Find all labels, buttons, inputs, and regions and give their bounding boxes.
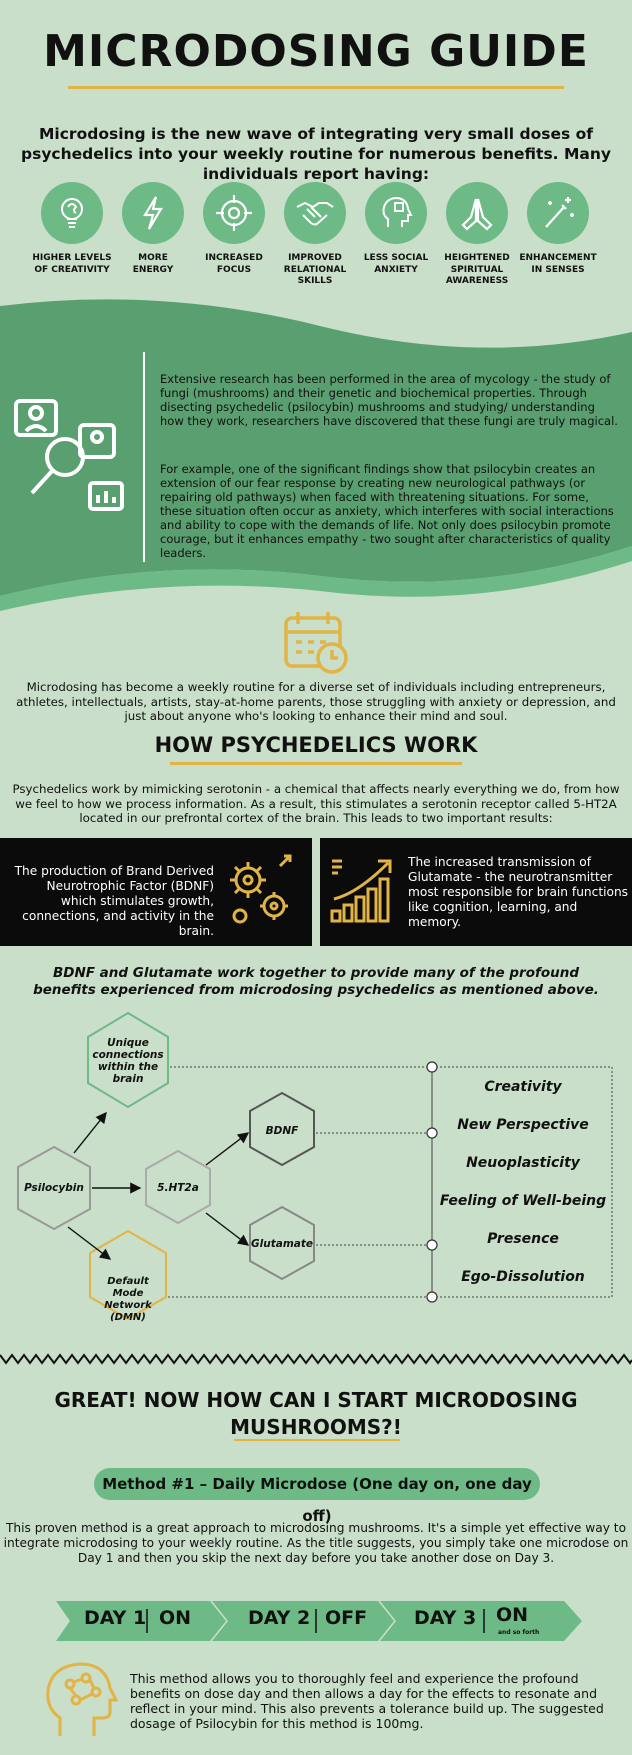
benefit-label: MORE ENERGY <box>132 253 174 275</box>
routine-text: Microdosing has become a weekly routine … <box>16 680 616 723</box>
unique-connections-hexagon <box>87 1011 169 1109</box>
how-underline <box>170 762 462 765</box>
praying-hands-icon <box>446 182 508 244</box>
lightbulb-brain-icon <box>41 182 103 244</box>
zigzag-divider <box>0 1353 632 1365</box>
research-magnifier-icon <box>14 399 124 511</box>
start-title-line-1: GREAT! NOW HOW CAN I START MICRODOSING <box>54 1388 578 1412</box>
benefit-label: IMPROVED RELATIONAL SKILLS <box>283 253 347 286</box>
glutamate-hexagon <box>249 1205 315 1281</box>
benefit-label: HIGHER LEVELS OF CREATIVITY <box>32 253 112 275</box>
research-divider <box>143 352 145 562</box>
outcome-ego-dissolution: Ego-Dissolution <box>461 1269 585 1285</box>
dmn-label: Default Mode Network (DMN) <box>104 1276 152 1323</box>
handshake-icon <box>284 182 346 244</box>
benefit-focus: INCREASED FOCUS <box>194 182 274 276</box>
and-so-forth-label: and so forth <box>498 1629 540 1636</box>
glutamate-box <box>320 838 632 946</box>
bdnf-hexagon <box>249 1091 315 1167</box>
outcome-neuoplasticity: Neuoplasticity <box>466 1155 580 1171</box>
gears-icon <box>230 854 292 924</box>
together-text: BDNF and Glutamate work together to prov… <box>33 965 599 998</box>
final-method-text: This method allows you to thoroughly fee… <box>130 1671 604 1731</box>
outcome-well-being: Feeling of Well-being <box>439 1193 607 1209</box>
head-icon <box>365 182 427 244</box>
benefit-anxiety: LESS SOCIAL ANXIETY <box>356 182 436 276</box>
benefit-energy: MORE ENERGY <box>113 182 193 276</box>
psilocybin-label: Psilocybin <box>24 1182 84 1194</box>
day-chevrons <box>56 1601 582 1641</box>
method-description-line-1: This proven method is a great approach t… <box>3 1521 629 1550</box>
start-title: GREAT! NOW HOW CAN I START MICRODOSING M… <box>0 1387 632 1441</box>
lightning-icon <box>122 182 184 244</box>
research-paragraph-1: Extensive research has been performed in… <box>160 372 618 428</box>
intro-text: Microdosing is the new wave of integrati… <box>21 125 611 183</box>
benefit-label: ENHANCEMENT IN SENSES <box>519 253 597 275</box>
method-description-line-2: Day 1 and then you skip the next day bef… <box>77 1551 555 1565</box>
benefit-label: INCREASED FOCUS <box>205 253 263 275</box>
target-icon <box>203 182 265 244</box>
ht2a-label: 5.HT2a <box>157 1182 199 1194</box>
day-2-state: OFF <box>325 1607 368 1629</box>
title-underline <box>68 86 564 89</box>
outcome-presence: Presence <box>487 1231 559 1247</box>
benefit-label: HEIGHTENED SPIRITUAL AWARENESS <box>444 253 510 286</box>
growth-chart-icon <box>330 859 392 923</box>
psilocybin-diagram <box>17 1011 613 1321</box>
benefit-label: LESS SOCIAL ANXIETY <box>363 253 429 275</box>
day-2-label: DAY 2 <box>248 1607 311 1629</box>
outcome-creativity: Creativity <box>484 1079 562 1095</box>
method-1-pill: Method #1 – Daily Microdose (One day on,… <box>94 1468 540 1525</box>
magic-wand-icon <box>527 182 589 244</box>
how-psychedelics-text: Psychedelics work by mimicking serotonin… <box>12 782 620 825</box>
outcome-new-perspective: New Perspective <box>457 1117 589 1133</box>
benefit-creativity: HIGHER LEVELS OF CREATIVITY <box>32 182 112 276</box>
glutamate-label: Glutamate <box>251 1238 313 1250</box>
bdnf-label: BDNF <box>265 1125 299 1137</box>
benefit-spiritual: HEIGHTENED SPIRITUAL AWARENESS <box>437 182 517 288</box>
page-title: MICRODOSING GUIDE <box>43 26 589 77</box>
calendar-clock-icon <box>284 612 348 674</box>
day-1-label: DAY 1 <box>84 1607 147 1629</box>
unique-connections-label: Unique connections within the brain <box>92 1037 164 1085</box>
bdnf-text: The production of Brand Derived Neurotro… <box>14 864 214 938</box>
dmn-hexagon <box>89 1229 167 1321</box>
method-description: This proven method is a great approach t… <box>2 1521 630 1566</box>
ht2a-hexagon <box>145 1149 211 1225</box>
brain-head-icon <box>46 1662 119 1736</box>
benefit-senses: ENHANCEMENT IN SENSES <box>518 182 598 276</box>
how-psychedelics-title: HOW PSYCHEDELICS WORK <box>154 733 478 757</box>
day-1-state: ON <box>159 1607 192 1629</box>
research-band <box>0 299 632 611</box>
glutamate-text: The increased transmission of Glutamate … <box>408 855 629 929</box>
start-title-line-2: MUSHROOMS?! <box>230 1415 402 1439</box>
psilocybin-hexagon <box>17 1145 91 1231</box>
benefit-relational: IMPROVED RELATIONAL SKILLS <box>275 182 355 288</box>
research-paragraph-2: For example, one of the significant find… <box>160 462 614 560</box>
day-3-state: ON <box>496 1604 529 1626</box>
day-3-label: DAY 3 <box>414 1607 477 1629</box>
start-underline <box>234 1439 400 1441</box>
